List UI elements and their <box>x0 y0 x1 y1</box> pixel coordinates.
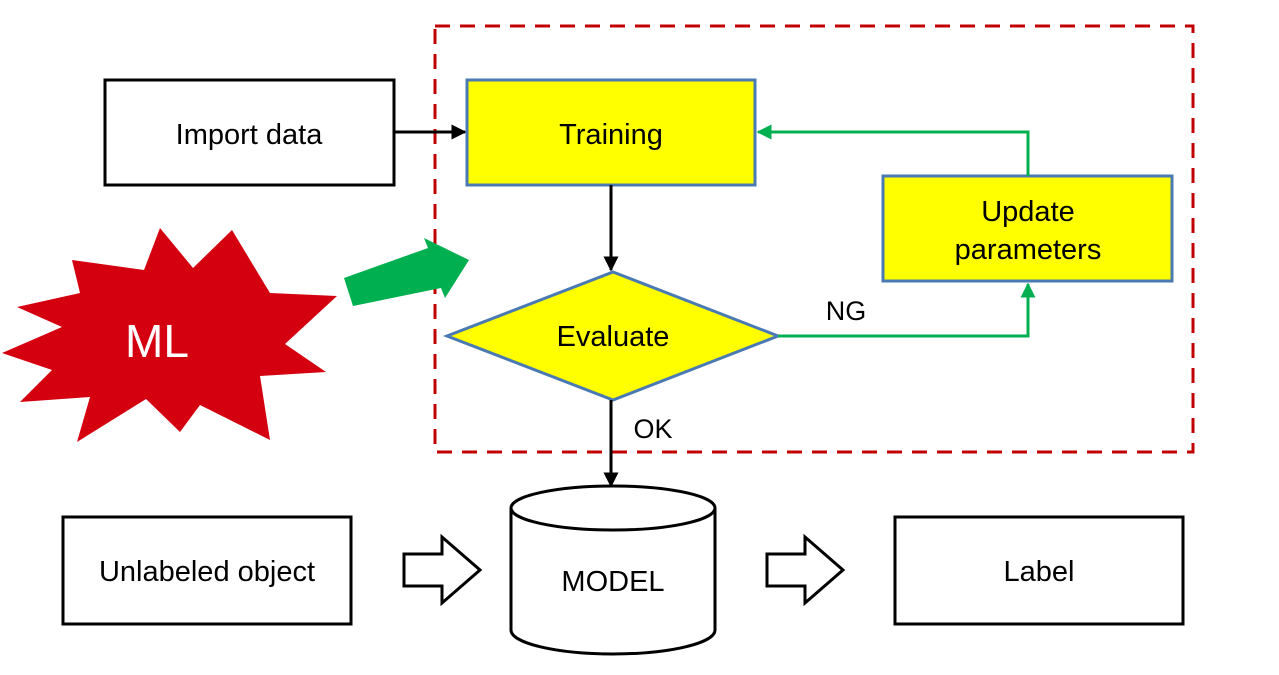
ok-label: OK <box>633 414 672 444</box>
label-output-label: Label <box>1004 556 1075 588</box>
update-parameters-node: Update parameters <box>881 174 1174 283</box>
unlabeled-object-node: Unlabeled object <box>61 515 353 626</box>
import-data-label: Import data <box>176 119 324 151</box>
output-block-arrow <box>765 533 846 607</box>
unlabeled-object-label: Unlabeled object <box>99 556 315 588</box>
ml-burst-badge: ML <box>2 228 337 442</box>
ml-label: ML <box>125 315 189 367</box>
ng-label: NG <box>826 296 867 326</box>
training-label: Training <box>559 119 663 151</box>
burst-shape <box>2 228 337 442</box>
ml-region-border <box>433 24 1195 454</box>
model-node: MODEL <box>509 484 717 656</box>
label-node: Label <box>893 515 1185 626</box>
update-to-training-arrow <box>756 124 1030 176</box>
ml-pointer-arrow <box>344 238 469 306</box>
evaluate-label: Evaluate <box>557 321 670 353</box>
update-parameters-label-line2: parameters <box>955 234 1102 266</box>
training-node: Training <box>465 78 757 187</box>
ng-to-update-arrow <box>778 282 1036 338</box>
update-parameters-label-line1: Update <box>981 196 1075 228</box>
import-data-node: Import data <box>103 78 396 187</box>
input-block-arrow <box>402 533 483 607</box>
evaluate-node: Evaluate <box>442 270 783 402</box>
model-label: MODEL <box>561 566 664 598</box>
